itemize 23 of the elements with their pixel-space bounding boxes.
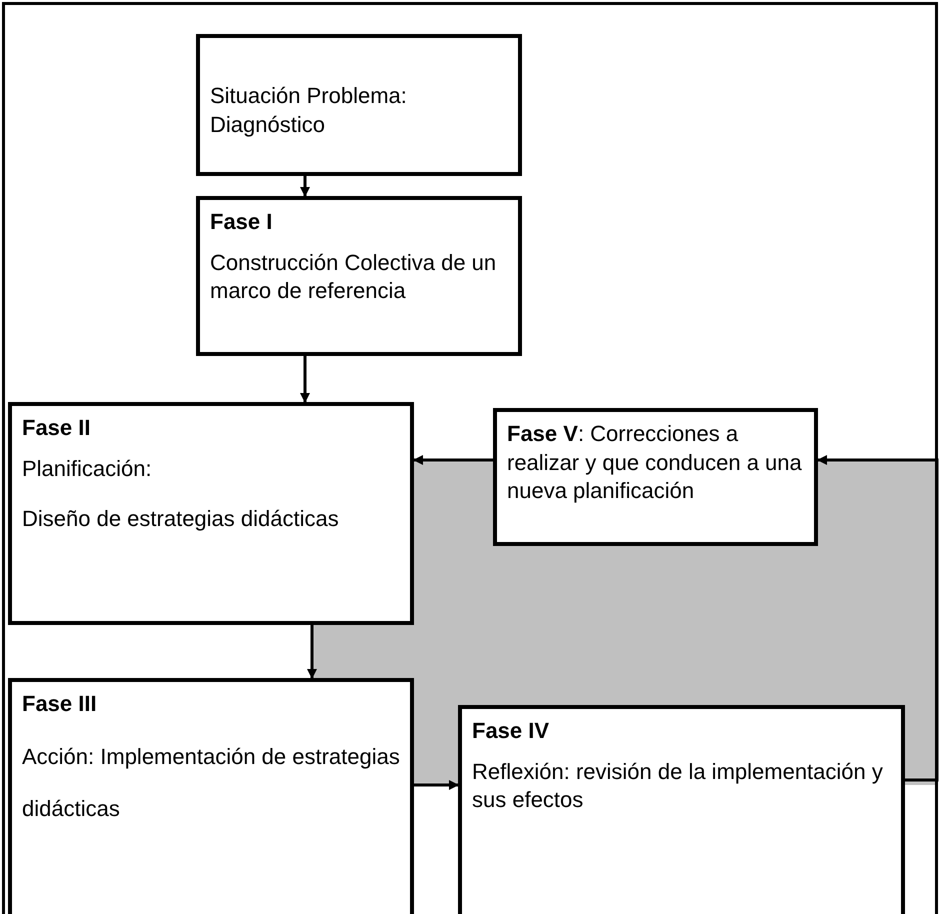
- phase-title: Fase I: [210, 208, 274, 236]
- phase-title: Fase IV: [472, 717, 550, 745]
- arrow: [307, 625, 317, 679]
- arrow: [300, 176, 310, 197]
- phase-description: Acción: Implementación de estrategias didácticas: [22, 742, 400, 824]
- phase-description: Situación Problema: Diagnóstico: [210, 82, 408, 139]
- process-box: [196, 34, 522, 176]
- arrow: [413, 455, 493, 465]
- phase-title: Fase II: [22, 414, 92, 442]
- process-box: [458, 705, 905, 914]
- arrow: [414, 780, 459, 790]
- phase-description: Planificación:: [22, 454, 153, 483]
- phase-description: Diseño de estrategias didácticas: [22, 505, 340, 534]
- arrow: [300, 356, 310, 403]
- phase-description: Fase V: Correcciones a realizar y que conducen a una nueva planificación: [507, 420, 803, 506]
- process-box: [8, 678, 414, 914]
- phase-title: Fase III: [22, 690, 98, 718]
- process-box: [196, 196, 522, 356]
- phase-description: Construcción Colectiva de un marco de referencia: [210, 248, 498, 306]
- phase-description: Reflexión: revisión de la implementación y sus efectos: [472, 758, 884, 814]
- arrow: [817, 455, 938, 782]
- process-box: [493, 408, 818, 546]
- process-box: [8, 402, 414, 625]
